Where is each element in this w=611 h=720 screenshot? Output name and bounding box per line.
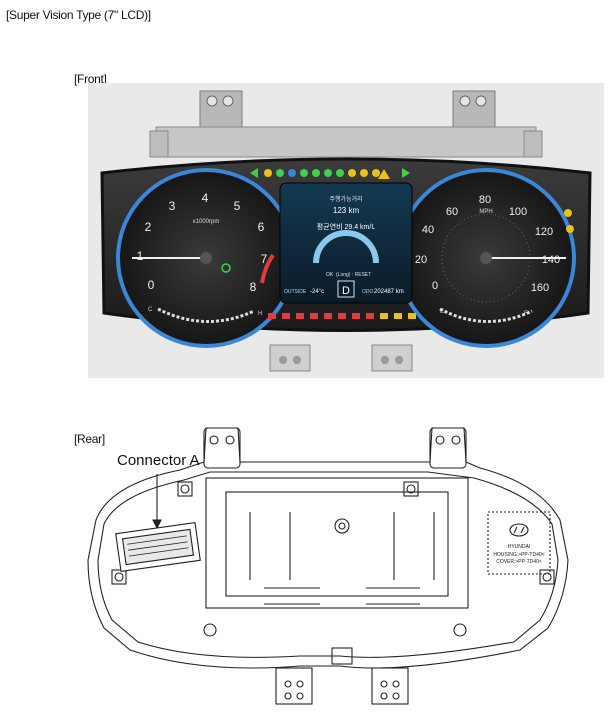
- front-view-image: 0 1 2 3 4 5 6 7 8 x1000rpm C H 0 20 40 6…: [88, 83, 604, 378]
- page-heading: [Super Vision Type (7" LCD)]: [6, 8, 151, 22]
- fuel-full: F: [524, 311, 528, 317]
- rear-housing-text: HOUSING:>PP-TD40<: [493, 552, 544, 558]
- connector-a-label: Connector A: [117, 452, 200, 469]
- rear-center-screw: [334, 518, 350, 534]
- tacho-unit: x1000rpm: [193, 219, 220, 225]
- tacho-tick-label: 2: [145, 220, 152, 234]
- lcd-odo-label: ODO: [362, 289, 374, 295]
- tacho-tick-label: 4: [202, 191, 209, 205]
- bottom-mount-right: [371, 344, 413, 372]
- fuel-empty: E: [440, 309, 444, 315]
- lcd-gear: D: [342, 285, 350, 297]
- rear-top-tab-right: [429, 427, 467, 469]
- connector-arrowhead: [152, 519, 162, 530]
- bottom-mount-left: [269, 344, 311, 372]
- tacho-tick-label: 3: [169, 199, 176, 213]
- tacho-tick-label: 6: [258, 220, 265, 234]
- rear-center-frame: [205, 477, 469, 609]
- rear-bottom-tab-left: [275, 667, 313, 705]
- rear-label-plate: [487, 511, 551, 575]
- rear-housing-inner: [97, 471, 559, 658]
- temp-hot: H: [258, 311, 262, 317]
- instrument-cluster-front: 0 1 2 3 4 5 6 7 8 x1000rpm C H 0 20 40 6…: [100, 90, 592, 372]
- lcd-outside-temp: -24°c: [310, 289, 324, 295]
- speedo-tick-label: 80: [479, 194, 491, 206]
- speedo-tick-label: 120: [535, 226, 553, 238]
- speedo-tick-label: 0: [432, 280, 438, 292]
- temp-cold: C: [148, 307, 153, 313]
- rear-view-label: [Rear]: [74, 432, 105, 446]
- speedo-tick-label: 20: [415, 254, 427, 266]
- top-indicator-row: [250, 168, 410, 179]
- rear-logo-text: HYUNDAI: [508, 544, 531, 550]
- bottom-indicator-row: [268, 313, 416, 319]
- lcd-range-value: 123 km: [333, 206, 360, 215]
- speedo-unit: MPH: [479, 209, 492, 215]
- rear-cover-text: COVER:>PP-TD40<: [496, 559, 542, 565]
- tacho-tick-label: 8: [250, 280, 257, 294]
- tacho-tick-label: 7: [261, 252, 268, 266]
- rear-bottom-tab-right: [371, 667, 409, 705]
- lcd-fuel-economy: 평균연비 29.4 km/L: [317, 222, 376, 231]
- speedo-tick-label: 160: [531, 282, 549, 294]
- center-lcd: 주행가능거리 123 km 평균연비 29.4 km/L OK (Long) :…: [279, 182, 413, 304]
- lcd-reset: (Long) : RESET: [336, 272, 371, 278]
- rear-top-tab-left: [203, 427, 241, 469]
- hyundai-logo-icon: [509, 523, 529, 537]
- speedo-tick-label: 60: [446, 206, 458, 218]
- tacho-tick-label: 0: [148, 278, 155, 292]
- front-view-label: [Front]: [74, 72, 107, 86]
- speedo-tick-label: 40: [422, 224, 434, 236]
- tacho-tick-label: 1: [137, 249, 144, 263]
- lcd-range-label: 주행가능거리: [329, 195, 362, 203]
- tacho-tick-label: 5: [234, 199, 241, 213]
- connector-a: [115, 521, 201, 573]
- lcd-odo-value: 202487 km: [374, 289, 404, 295]
- lcd-ok: OK: [326, 272, 334, 278]
- speedo-tick-label: 100: [509, 206, 527, 218]
- lcd-outside-label: OUTSIDE: [284, 289, 307, 295]
